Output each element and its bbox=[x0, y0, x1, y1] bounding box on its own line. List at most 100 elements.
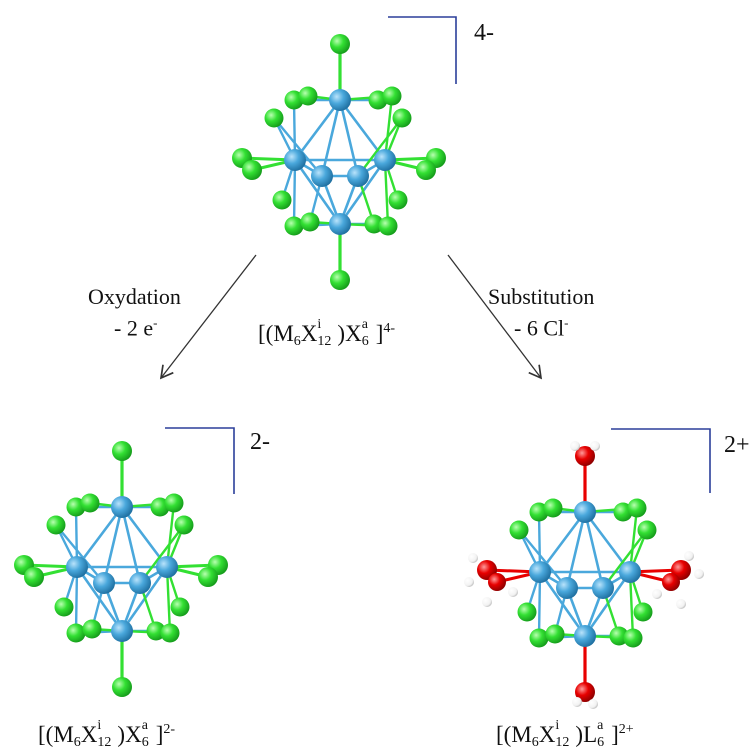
halogen-atom bbox=[623, 628, 643, 648]
charge-right: 2+ bbox=[724, 432, 750, 458]
metal-atom bbox=[329, 213, 351, 235]
metal-atom bbox=[111, 620, 133, 642]
bond bbox=[75, 505, 124, 569]
halogen-atom bbox=[272, 190, 292, 210]
halogen-atom bbox=[284, 216, 304, 236]
halogen-atom bbox=[160, 623, 180, 643]
halogen-atom bbox=[54, 597, 74, 617]
cluster-right-molecule bbox=[464, 441, 704, 709]
halogen-atom bbox=[112, 441, 132, 461]
metal-atom bbox=[129, 572, 151, 594]
hydrogen-atom bbox=[652, 589, 662, 599]
halogen-atom bbox=[112, 677, 132, 697]
halogen-atom bbox=[330, 34, 350, 54]
bond bbox=[601, 528, 649, 590]
bond bbox=[583, 510, 605, 590]
bracket-left bbox=[165, 427, 235, 494]
hydrogen-atom bbox=[588, 699, 598, 709]
oxidation-label: Oxydation bbox=[88, 284, 181, 309]
hydrogen-atom bbox=[468, 553, 478, 563]
halogen-atom bbox=[66, 623, 86, 643]
cluster-top-molecule bbox=[232, 34, 446, 290]
halogen-atom bbox=[198, 567, 218, 587]
halogen-atom bbox=[609, 626, 629, 646]
halogen-atom bbox=[242, 160, 262, 180]
bond bbox=[383, 158, 390, 228]
hydrogen-atom bbox=[590, 441, 600, 451]
bond bbox=[538, 510, 587, 574]
charge-top: 4- bbox=[474, 20, 494, 46]
metal-atom bbox=[329, 89, 351, 111]
halogen-atom bbox=[170, 597, 190, 617]
halogen-atom bbox=[378, 216, 398, 236]
oxygen-atom bbox=[662, 573, 680, 591]
bond bbox=[517, 528, 569, 590]
halogen-atom bbox=[388, 190, 408, 210]
halogen-atom bbox=[633, 602, 653, 622]
oxidation-detail: - 2 e- bbox=[114, 315, 158, 341]
metal-atom bbox=[374, 149, 396, 171]
bracket-right bbox=[611, 428, 711, 493]
metal-atom bbox=[347, 165, 369, 187]
bond bbox=[138, 523, 186, 585]
halogen-atom bbox=[46, 515, 66, 535]
metal-atom bbox=[156, 556, 178, 578]
halogen-atom bbox=[637, 520, 657, 540]
halogen-atom bbox=[364, 214, 384, 234]
hydrogen-atom bbox=[464, 577, 474, 587]
bond bbox=[165, 565, 172, 635]
bond bbox=[74, 565, 79, 635]
bond bbox=[272, 116, 324, 178]
halogen-atom bbox=[264, 108, 284, 128]
halogen-atom bbox=[382, 86, 402, 106]
metal-atom bbox=[93, 572, 115, 594]
hydrogen-atom bbox=[508, 587, 518, 597]
hydrogen-atom bbox=[482, 597, 492, 607]
metal-atom bbox=[619, 561, 641, 583]
oxygen-atom bbox=[488, 573, 506, 591]
halogen-atom bbox=[24, 567, 44, 587]
metal-atom bbox=[311, 165, 333, 187]
bond bbox=[537, 570, 542, 640]
bond bbox=[565, 510, 587, 590]
bond bbox=[102, 505, 124, 585]
halogen-atom bbox=[80, 493, 100, 513]
metal-atom bbox=[66, 556, 88, 578]
hydrogen-atom bbox=[570, 441, 580, 451]
metal-atom bbox=[111, 496, 133, 518]
oxygen-atom bbox=[575, 682, 595, 702]
bond bbox=[356, 116, 404, 178]
halogen-atom bbox=[164, 493, 184, 513]
halogen-atom bbox=[298, 86, 318, 106]
metal-atom bbox=[592, 577, 614, 599]
halogen-atom bbox=[330, 270, 350, 290]
halogen-atom bbox=[82, 619, 102, 639]
substitution-label: Substitution bbox=[488, 284, 595, 309]
cluster-left-molecule bbox=[14, 441, 228, 697]
hydrogen-atom bbox=[572, 697, 582, 707]
halogen-atom bbox=[529, 628, 549, 648]
halogen-atom bbox=[300, 212, 320, 232]
hydrogen-atom bbox=[676, 599, 686, 609]
halogen-atom bbox=[517, 602, 537, 622]
bracket-top bbox=[388, 16, 457, 84]
halogen-atom bbox=[543, 498, 563, 518]
metal-atom bbox=[574, 625, 596, 647]
bond bbox=[292, 158, 297, 228]
halogen-atom bbox=[545, 624, 565, 644]
hydrogen-atom bbox=[684, 551, 694, 561]
metal-atom bbox=[284, 149, 306, 171]
bond bbox=[54, 523, 106, 585]
substitution-arrow bbox=[447, 254, 543, 380]
metal-atom bbox=[574, 501, 596, 523]
halogen-atom bbox=[392, 108, 412, 128]
halogen-atom bbox=[174, 515, 194, 535]
halogen-atom bbox=[146, 621, 166, 641]
halogen-atom bbox=[416, 160, 436, 180]
halogen-atom bbox=[509, 520, 529, 540]
hydrogen-atom bbox=[694, 569, 704, 579]
